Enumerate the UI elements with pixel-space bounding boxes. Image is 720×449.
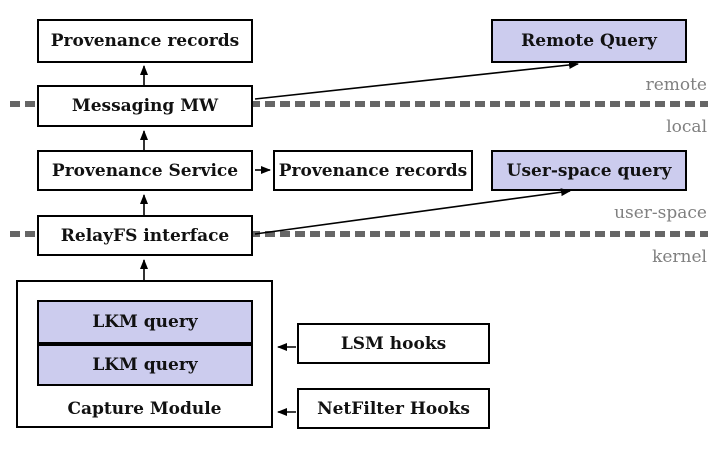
box-user-space-query: User-space query [491,150,687,191]
box-lkm-query-2: LKM query [37,344,253,386]
box-provenance-records-mid: Provenance records [273,150,473,191]
capture-module-label: Capture Module [67,399,222,419]
box-netfilter-hooks: NetFilter Hooks [297,388,490,429]
layer-label-kernel: kernel [652,247,707,267]
boundary-remote-local-line [10,101,708,107]
layer-label-user-space: user-space [614,203,707,223]
box-messaging-mw: Messaging MW [37,85,253,127]
box-provenance-service: Provenance Service [37,150,253,191]
arrow-mw-to-remote-query [254,60,579,100]
box-provenance-records-top: Provenance records [37,19,253,63]
arrow-relayfs-to-userspace-query [254,188,571,235]
box-lsm-hooks: LSM hooks [297,323,490,364]
box-remote-query: Remote Query [491,19,687,63]
layer-label-local: local [666,117,707,137]
box-lkm-query-1: LKM query [37,300,253,344]
layer-label-remote: remote [645,75,707,95]
box-relayfs-interface: RelayFS interface [37,215,253,256]
